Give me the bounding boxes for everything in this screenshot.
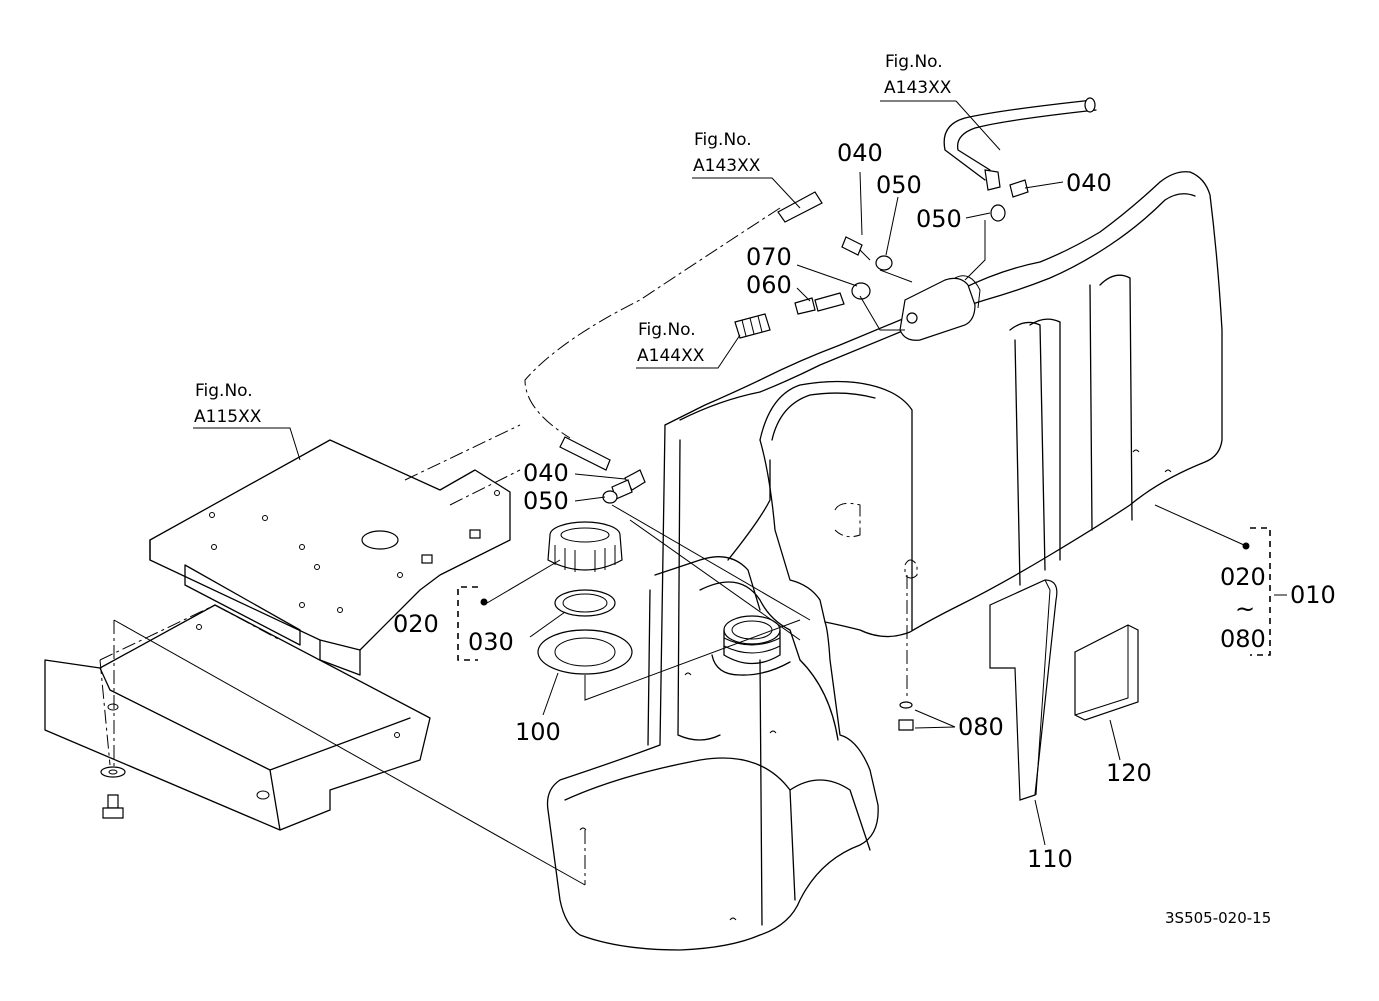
floor-plate-assembly — [44, 424, 586, 886]
fig-ref-a143-mid-line2: A143XX — [693, 156, 761, 176]
callout-110: 110 — [1027, 845, 1073, 873]
fig-ref-a115-line2: A115XX — [194, 407, 262, 427]
figure-references: Fig.No. A143XX Fig.No. A143XX Fig.No. A1… — [194, 52, 952, 427]
fig-ref-a115-line1: Fig.No. — [195, 381, 253, 401]
group-callout-tilde: ~ — [1235, 595, 1255, 623]
callout-050-left: 050 — [523, 487, 569, 515]
drawing-code: 3S505-020-15 — [1165, 909, 1271, 927]
callout-030: 030 — [468, 628, 514, 656]
fig-ref-a144-line2: A144XX — [637, 346, 705, 366]
callout-050-upper: 050 — [876, 171, 922, 199]
callout-040-left: 040 — [523, 459, 569, 487]
leader-lines — [193, 100, 1287, 846]
fuel-hoses-and-fittings — [524, 97, 1097, 731]
group-callout-010: 010 — [1290, 581, 1336, 609]
callout-100: 100 — [515, 718, 561, 746]
callout-040-upper: 040 — [837, 139, 883, 167]
group-brackets — [457, 527, 1271, 661]
tank-pads — [989, 579, 1139, 801]
callout-040-right: 040 — [1066, 169, 1112, 197]
group-callout-080: 080 — [1220, 625, 1266, 653]
callout-080: 080 — [958, 713, 1004, 741]
fuel-tank — [546, 171, 1223, 951]
fig-ref-a143-upper-line2: A143XX — [884, 78, 952, 98]
callout-120: 120 — [1106, 759, 1152, 787]
callout-050-right: 050 — [916, 205, 962, 233]
callout-060: 060 — [746, 271, 792, 299]
fig-ref-a143-upper-line1: Fig.No. — [885, 52, 943, 72]
callout-070: 070 — [746, 243, 792, 271]
group-callout-020: 020 — [1220, 563, 1266, 591]
part-callouts: 040 050 040 050 070 060 040 050 020 030 … — [393, 139, 1336, 873]
callout-020: 020 — [393, 610, 439, 638]
fig-ref-a144-line1: Fig.No. — [638, 320, 696, 340]
fig-ref-a143-mid-line1: Fig.No. — [694, 130, 752, 150]
filler-cap-parts — [537, 521, 801, 701]
